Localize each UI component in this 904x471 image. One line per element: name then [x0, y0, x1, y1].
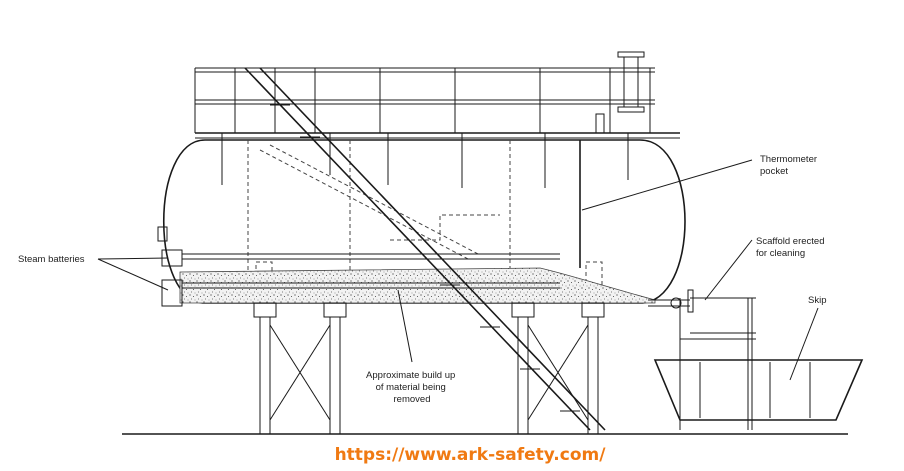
access-stair	[244, 67, 606, 431]
skip-label: Skip	[808, 295, 826, 306]
scaffold	[679, 297, 756, 430]
steam-leader-lower	[97, 258, 169, 291]
steam-label: Steam batteries	[18, 254, 85, 265]
material-leader	[397, 289, 413, 363]
support-legs	[253, 302, 605, 434]
scaffold-leader	[704, 239, 753, 301]
outlet-nozzle	[648, 289, 694, 313]
material-label: Approximate build up of material being r…	[366, 370, 458, 405]
top-railing	[194, 67, 655, 133]
skip-leader	[789, 307, 819, 381]
scaffold-label: Scaffold erected for cleaning	[756, 236, 827, 259]
top-vent	[595, 51, 645, 134]
website-url[interactable]: https://www.ark-safety.com/	[335, 445, 607, 465]
steam-leader-upper	[97, 257, 169, 260]
thermometer-label: Thermometer pocket	[760, 154, 820, 177]
thermometer-leader	[581, 159, 753, 211]
material-deposit	[179, 267, 656, 304]
skip	[653, 359, 864, 421]
